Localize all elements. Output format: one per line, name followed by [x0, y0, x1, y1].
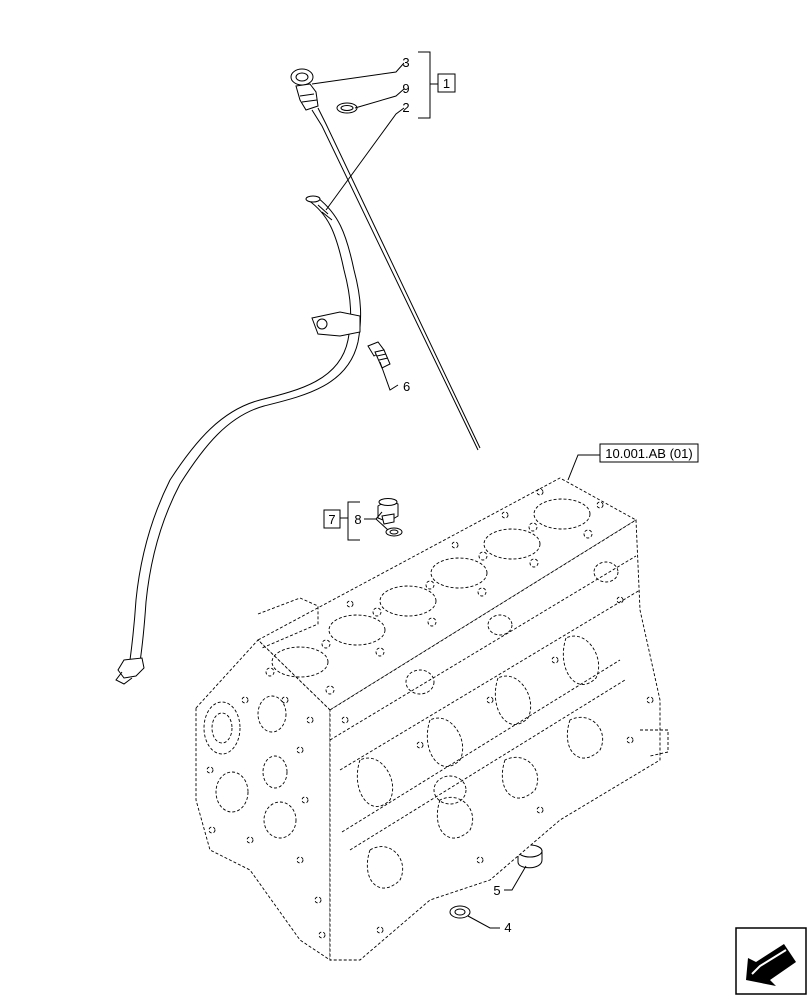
callout-3: 3: [402, 55, 409, 70]
callout-5: 5: [493, 883, 500, 898]
tube-bracket: [311, 311, 361, 337]
callout-7-box: [323, 509, 341, 529]
callout-2: 2: [402, 100, 409, 115]
callout-8: 8: [354, 512, 361, 527]
navigation-arrow-icon[interactable]: [735, 927, 807, 995]
callout-1-box: [437, 73, 456, 93]
dipstick-cap: [295, 83, 319, 111]
callout-4: 4: [504, 920, 511, 935]
drain-plug-washer: [449, 905, 471, 919]
callout-7: 7: [328, 512, 335, 527]
dipstick: [290, 68, 481, 451]
reference-box: [599, 443, 699, 463]
dipstick-rod: [311, 109, 479, 451]
callout-9: 9: [402, 81, 409, 96]
dipstick-tube: [115, 195, 362, 685]
callout-6: 6: [403, 379, 410, 394]
leader-lines: [311, 51, 600, 929]
callout-1: 1: [443, 76, 450, 91]
plug-fitting: [377, 498, 403, 537]
engine-block: [195, 477, 669, 961]
tube-end-fitting: [117, 657, 145, 679]
reference-label[interactable]: 10.001.AB (01): [605, 446, 692, 461]
bolt: [367, 341, 391, 369]
